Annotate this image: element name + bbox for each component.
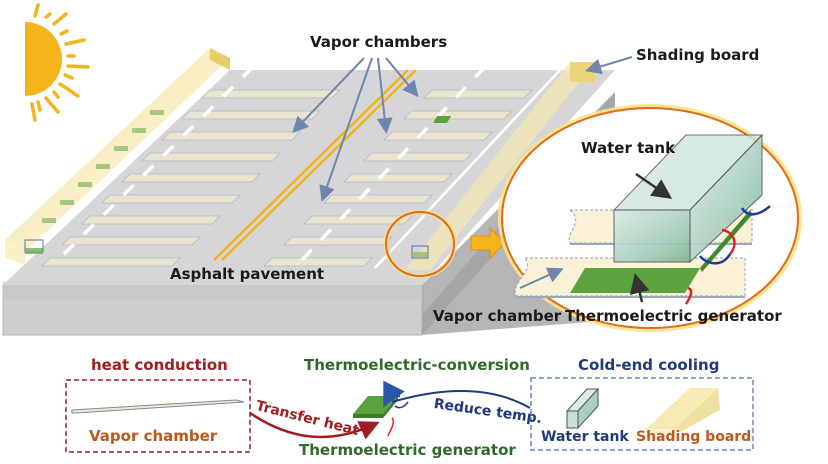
vapor-chamber-strip xyxy=(141,152,281,162)
label-shading-board: Shading board xyxy=(636,46,760,64)
teg-module xyxy=(60,200,74,205)
vapor-chamber-strip xyxy=(383,131,493,141)
vapor-chamber-strip xyxy=(263,257,373,267)
vapor-chamber-strip xyxy=(121,173,261,183)
callout-circle-small xyxy=(385,211,455,277)
label-water-tank: Water tank xyxy=(581,139,676,157)
vapor-chamber-strip xyxy=(303,215,413,225)
heat-conduction-item-label: Vapor chamber xyxy=(89,427,218,445)
vapor-chamber-icon xyxy=(71,399,245,414)
teg-module xyxy=(114,146,128,151)
teg-module xyxy=(78,182,92,187)
cold-end-cooling-title: Cold-end cooling xyxy=(578,356,720,374)
teg-module xyxy=(96,164,110,169)
label-vapor-chambers: Vapor chambers xyxy=(310,33,448,51)
label-asphalt-pavement: Asphalt pavement xyxy=(170,265,325,283)
vapor-chamber-strip xyxy=(323,194,433,204)
teg-plate-detail xyxy=(570,268,700,293)
vapor-chamber-strip xyxy=(363,152,473,162)
vapor-chambers-right xyxy=(263,89,533,267)
zoom-arrow-icon xyxy=(470,226,506,260)
detail-pointer-arrows xyxy=(629,172,673,303)
reduce-temp-arrow xyxy=(391,390,531,409)
teg-module xyxy=(42,218,56,223)
vapor-chamber-strip xyxy=(101,194,241,204)
shading-board-icon xyxy=(646,388,720,434)
vapor-chamber-strip xyxy=(81,215,221,225)
thermoelectric-conversion-title: Thermoelectric-conversion xyxy=(304,356,530,374)
sun-icon xyxy=(25,3,90,122)
vapor-chamber-pointer-arrows xyxy=(292,56,633,289)
lane-edge-line xyxy=(374,69,561,269)
vapor-chamber-strip xyxy=(181,110,321,120)
transfer-heat-arrow xyxy=(249,411,380,440)
heat-conduction-box xyxy=(65,379,251,453)
vapor-chamber-strip xyxy=(161,131,301,141)
teg-wires xyxy=(684,205,771,305)
shading-board-left xyxy=(5,48,230,265)
vapor-chamber-strip xyxy=(403,110,513,120)
teg-module xyxy=(132,128,146,133)
water-tank-icon xyxy=(565,387,600,430)
vapor-chamber-strip xyxy=(41,257,181,267)
vapor-chamber-strip xyxy=(283,236,393,246)
shading-board-right xyxy=(405,62,595,270)
lane-marker-left xyxy=(54,65,255,264)
cold-end-cooling-box xyxy=(530,377,754,451)
heat-conduction-title: heat conduction xyxy=(91,356,228,374)
cold-end-item-shading-board: Shading board xyxy=(636,429,752,445)
vapor-chamber-strip xyxy=(61,236,201,246)
teg-module-icon xyxy=(432,116,452,123)
thermoelectric-generator-item-label: Thermoelectric generator xyxy=(299,441,516,459)
label-thermoelectric-generator: Thermoelectric generator xyxy=(565,307,782,325)
vapor-chambers-left xyxy=(41,89,341,267)
label-vapor-chamber: Vapor chamber xyxy=(433,307,562,325)
vapor-chamber-strip xyxy=(201,89,341,99)
cold-end-item-water-tank: Water tank xyxy=(541,429,629,445)
vapor-chamber-strip xyxy=(423,89,533,99)
teg-module xyxy=(150,110,164,115)
vapor-chamber-strip xyxy=(343,173,453,183)
